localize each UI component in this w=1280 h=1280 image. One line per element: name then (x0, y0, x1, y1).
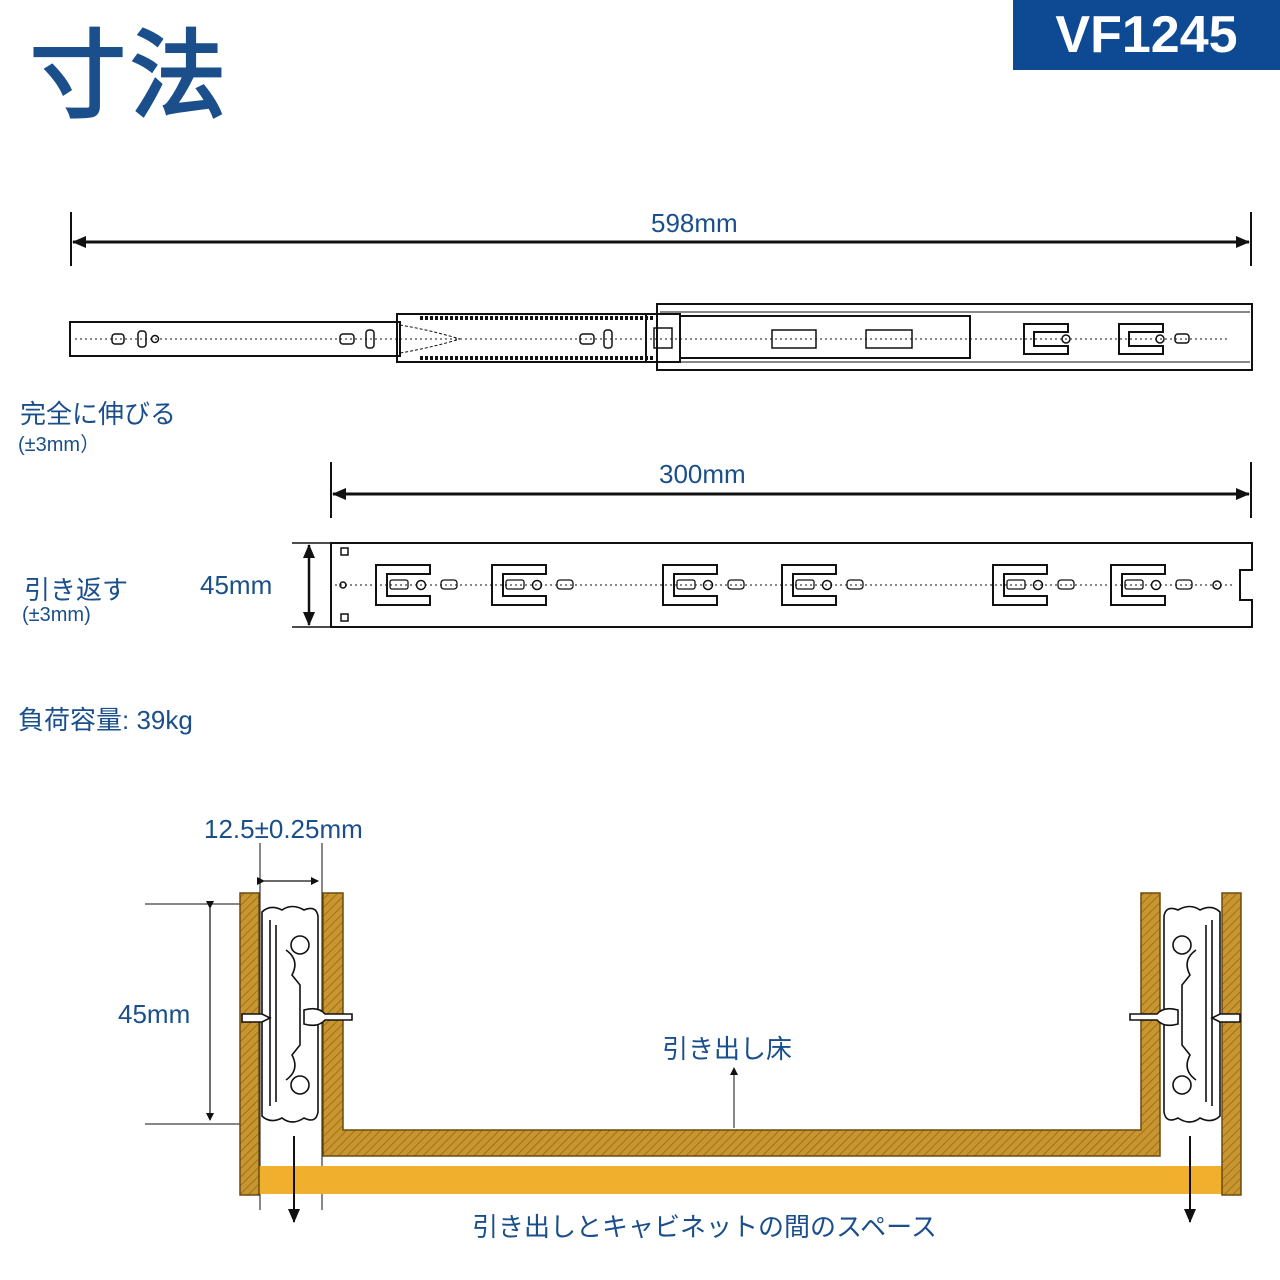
space-label: 引き出しとキャビネットの間のスペース (472, 1212, 937, 1242)
space-bar (240, 1166, 1222, 1194)
side-clearance-label: 12.5±0.25mm (204, 814, 363, 844)
drawer-floor-label: 引き出し床 (662, 1034, 793, 1064)
extended-length-label: 598mm (651, 208, 738, 238)
extended-tolerance: (±3mm） (18, 434, 101, 456)
closed-label: 引き返す (24, 575, 129, 605)
closed-tolerance: (±3mm) (22, 604, 91, 626)
extended-length-dimension (70, 212, 1252, 266)
closed-length-label: 300mm (659, 459, 746, 489)
closed-height-dimension (292, 542, 330, 628)
load-capacity: 負荷容量: 39kg (18, 705, 193, 735)
closed-slide (330, 542, 1253, 628)
closed-height-label: 45mm (200, 570, 273, 600)
closed-length-dimension (330, 462, 1252, 518)
cabinet-wall-right (1221, 892, 1242, 1196)
cabinet-wall-left (239, 892, 260, 1196)
extended-label: 完全に伸びる (20, 399, 177, 429)
cross-section-height-label: 45mm (118, 999, 191, 1029)
model-badge: VF1245 (1013, 0, 1280, 70)
cross-section (145, 843, 1242, 1223)
extended-slide (69, 303, 1253, 371)
page-title: 寸法 (30, 20, 230, 132)
drawer-body (322, 892, 1161, 1157)
